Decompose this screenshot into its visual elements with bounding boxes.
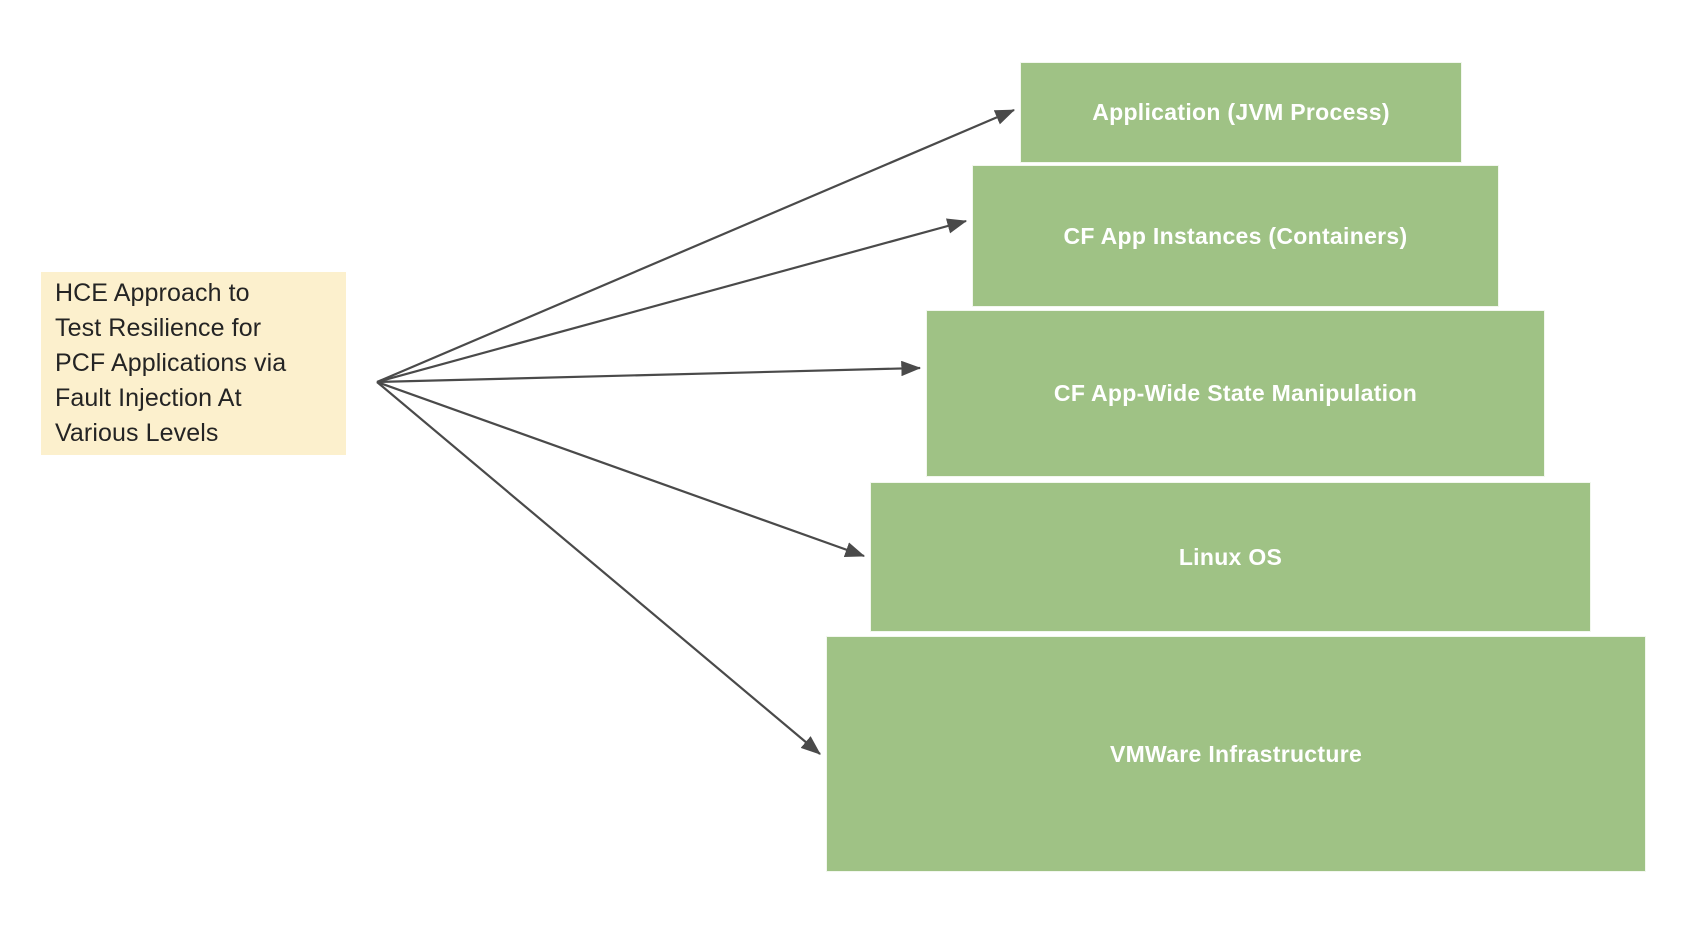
layer-box-cf-app-wide-state[interactable]: CF App-Wide State Manipulation	[926, 310, 1545, 477]
connector-to-cf-app-wide-state	[376, 360, 922, 384]
layer-label-cf-app-instances: CF App Instances (Containers)	[1063, 222, 1408, 249]
layer-box-linux-os[interactable]: Linux OS	[870, 482, 1591, 632]
hce-approach-note: HCE Approach to Test Resilience for PCF …	[41, 272, 346, 455]
connector-to-vmware-infrastructure	[376, 381, 821, 755]
connector-to-cf-app-instances	[376, 218, 968, 384]
connector-to-application	[376, 108, 1016, 384]
connector-to-linux-os	[376, 380, 866, 558]
layer-box-cf-app-instances[interactable]: CF App Instances (Containers)	[972, 165, 1499, 307]
layer-label-vmware-infrastructure: VMWare Infrastructure	[1109, 740, 1363, 767]
layer-box-application[interactable]: Application (JVM Process)	[1020, 62, 1462, 163]
layer-box-vmware-infrastructure[interactable]: VMWare Infrastructure	[826, 636, 1646, 872]
layer-label-application: Application (JVM Process)	[1092, 99, 1390, 125]
hce-approach-note-text: HCE Approach to Test Resilience for PCF …	[55, 279, 287, 447]
layer-label-cf-app-wide-state: CF App-Wide State Manipulation	[1053, 380, 1418, 406]
layer-label-linux-os: Linux OS	[1178, 543, 1283, 570]
